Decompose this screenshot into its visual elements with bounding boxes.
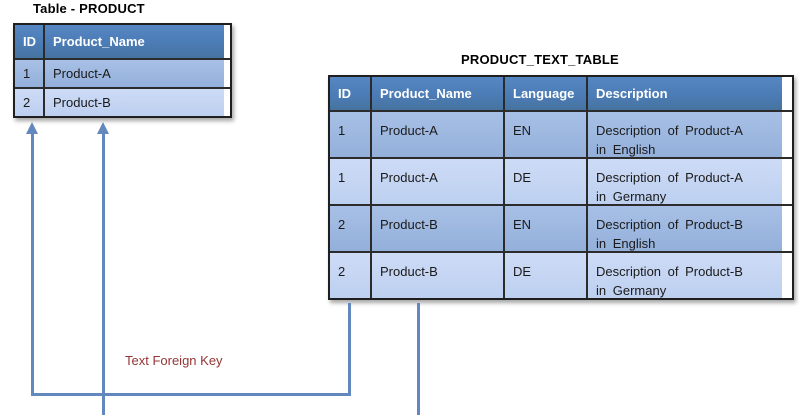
- fk-connector-horizontal: [31, 393, 351, 396]
- cell-description: Description of Product-A in Germany: [586, 159, 782, 204]
- foreign-key-label: Text Foreign Key: [125, 353, 223, 368]
- table-row: 1 Product-A DE Description of Product-A …: [330, 157, 792, 204]
- fk2-connector-vertical-right: [417, 303, 420, 415]
- table-header-row: ID Product_Name: [15, 25, 230, 58]
- arrow-up-icon: [26, 122, 38, 134]
- cell-product-name: Product-A: [370, 159, 503, 204]
- cell-id: 1: [330, 159, 370, 204]
- cell-id: 2: [330, 206, 370, 251]
- product-text-table: ID Product_Name Language Description 1 P…: [328, 75, 794, 300]
- header-cell-product-name: Product_Name: [43, 25, 224, 58]
- product-text-table-title: PRODUCT_TEXT_TABLE: [461, 52, 619, 67]
- cell-id: 2: [15, 89, 43, 116]
- cell-language: DE: [503, 159, 586, 204]
- cell-product-name: Product-B: [370, 253, 503, 298]
- cell-description: Description of Product-B in Germany: [586, 253, 782, 298]
- fk-connector-vertical-right: [348, 303, 351, 396]
- cell-language: EN: [503, 112, 586, 157]
- product-table: ID Product_Name 1 Product-A 2 Product-B: [13, 23, 232, 118]
- header-cell-product-name: Product_Name: [370, 77, 503, 110]
- header-cell-id: ID: [15, 25, 43, 58]
- cell-product-name: Product-B: [43, 89, 224, 116]
- cell-description: Description of Product-A in English: [586, 112, 782, 157]
- header-cell-description: Description: [586, 77, 782, 110]
- cell-id: 1: [15, 60, 43, 87]
- cell-product-name: Product-A: [43, 60, 224, 87]
- fk2-connector-vertical-left: [102, 133, 105, 415]
- table-row: 2 Product-B DE Description of Product-B …: [330, 251, 792, 298]
- fk-connector-vertical-left: [31, 133, 34, 395]
- cell-language: EN: [503, 206, 586, 251]
- table-row: 2 Product-B EN Description of Product-B …: [330, 204, 792, 251]
- table-row: 1 Product-A: [15, 58, 230, 87]
- cell-id: 1: [330, 112, 370, 157]
- cell-description: Description of Product-B in English: [586, 206, 782, 251]
- cell-product-name: Product-A: [370, 112, 503, 157]
- table-row: 1 Product-A EN Description of Product-A …: [330, 110, 792, 157]
- header-cell-id: ID: [330, 77, 370, 110]
- cell-language: DE: [503, 253, 586, 298]
- table-row: 2 Product-B: [15, 87, 230, 116]
- header-cell-language: Language: [503, 77, 586, 110]
- arrow-up-icon: [97, 122, 109, 134]
- table-header-row: ID Product_Name Language Description: [330, 77, 792, 110]
- cell-id: 2: [330, 253, 370, 298]
- cell-product-name: Product-B: [370, 206, 503, 251]
- product-table-title: Table - PRODUCT: [33, 1, 145, 16]
